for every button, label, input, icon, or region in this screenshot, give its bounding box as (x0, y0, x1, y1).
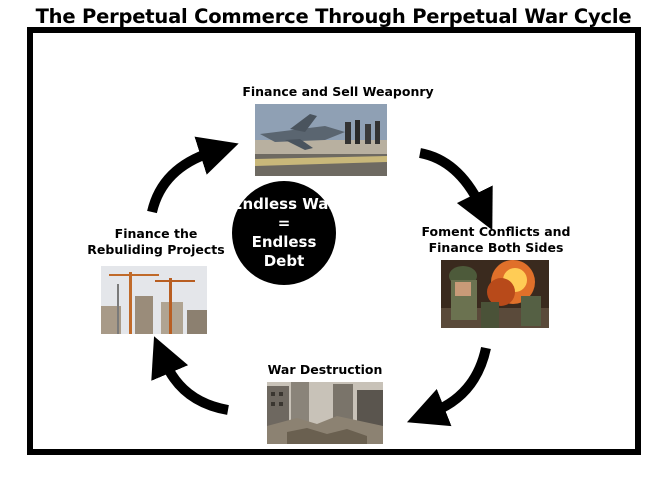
soldiers-explosion-photo (441, 260, 549, 328)
arrow-bottom-left (151, 336, 229, 415)
node-bottom-label: War Destruction (267, 362, 383, 377)
arrow-bottom-right (406, 346, 491, 427)
node-left-line1: Finance the (114, 226, 198, 241)
center-line1: Endless War (232, 195, 336, 213)
node-right-line2: Finance Both Sides (428, 240, 564, 255)
node-right-line1: Foment Conflicts and (421, 224, 571, 239)
diagram-title: The Perpetual Commerce Through Perpetual… (35, 5, 632, 28)
node-left-label: Finance the Rebuliding Projects (76, 226, 236, 258)
fighter-jet-photo (255, 104, 387, 176)
center-line3: Endless Debt (251, 233, 317, 270)
node-right-label: Foment Conflicts and Finance Both Sides (406, 224, 586, 256)
node-top-label: Finance and Sell Weaponry (242, 84, 434, 99)
center-circle: Endless War = Endless Debt (232, 181, 336, 285)
arrow-top-right (418, 148, 493, 231)
construction-cranes-photo (101, 266, 207, 334)
arrow-top-left (147, 136, 239, 214)
destroyed-city-photo (267, 382, 383, 444)
center-line2: = (277, 214, 291, 232)
node-left-line2: Rebuliding Projects (87, 242, 225, 257)
